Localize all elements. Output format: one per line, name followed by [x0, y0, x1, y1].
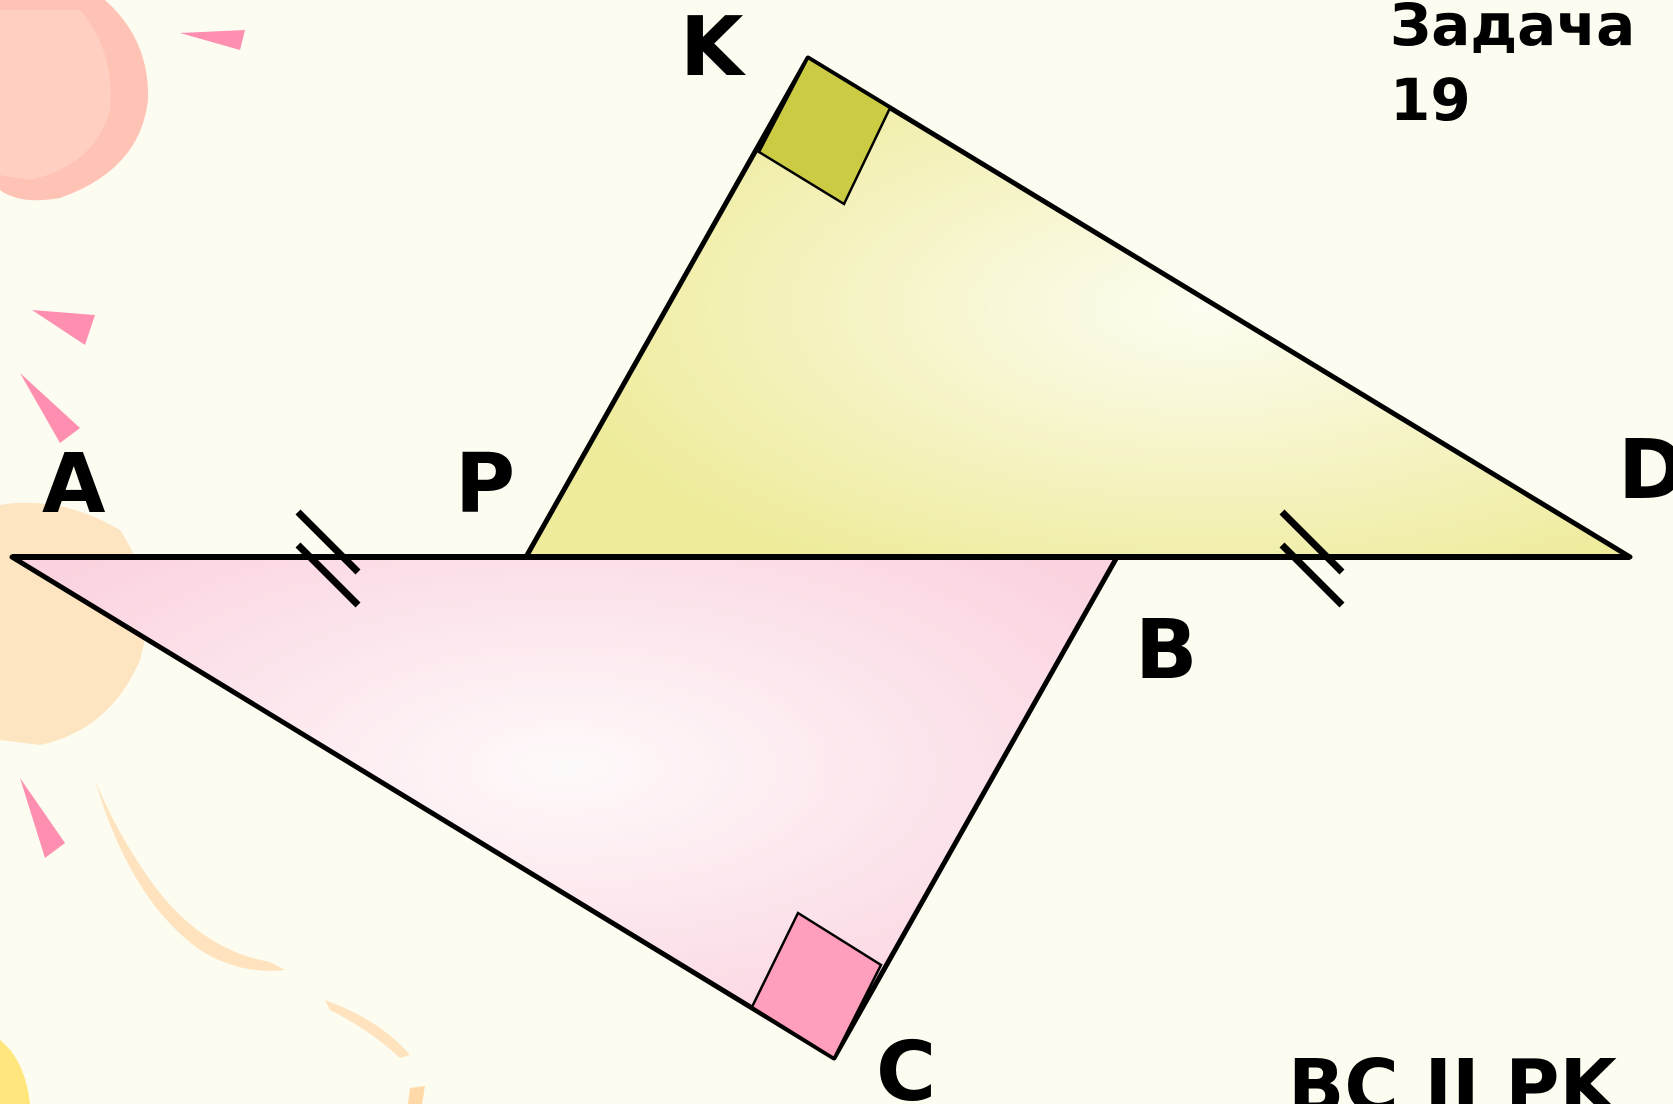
decor-flower-top-inner	[0, 10, 111, 180]
right-angle-mark-c	[750, 911, 883, 1060]
point-label-c: C	[876, 1025, 936, 1104]
background-decoration	[0, 0, 425, 1104]
point-label-d: D	[1618, 423, 1673, 518]
condition-text: BC II PK	[1288, 1044, 1620, 1104]
tick-marks-ap	[295, 509, 361, 608]
point-label-b: B	[1135, 603, 1198, 698]
point-label-k: K	[680, 0, 747, 95]
decor-confetti-2	[32, 310, 95, 345]
tick-marks-bd	[1279, 509, 1345, 608]
decor-petal-bottom	[0, 1040, 30, 1104]
point-label-a: A	[42, 437, 106, 532]
decor-petal-swirl-2	[325, 1000, 410, 1058]
task-title-line1: Задача	[1390, 0, 1635, 59]
decor-petal-swirl	[95, 780, 285, 971]
triangle-abc	[9, 554, 1120, 1061]
decor-confetti-3	[20, 373, 80, 443]
decor-confetti-1	[180, 30, 245, 50]
point-label-p: P	[455, 437, 515, 532]
decor-confetti-4	[20, 778, 65, 858]
decor-confetti-5	[408, 1086, 425, 1104]
right-angle-mark-k	[757, 56, 892, 206]
task-title-line2: 19	[1390, 66, 1471, 134]
